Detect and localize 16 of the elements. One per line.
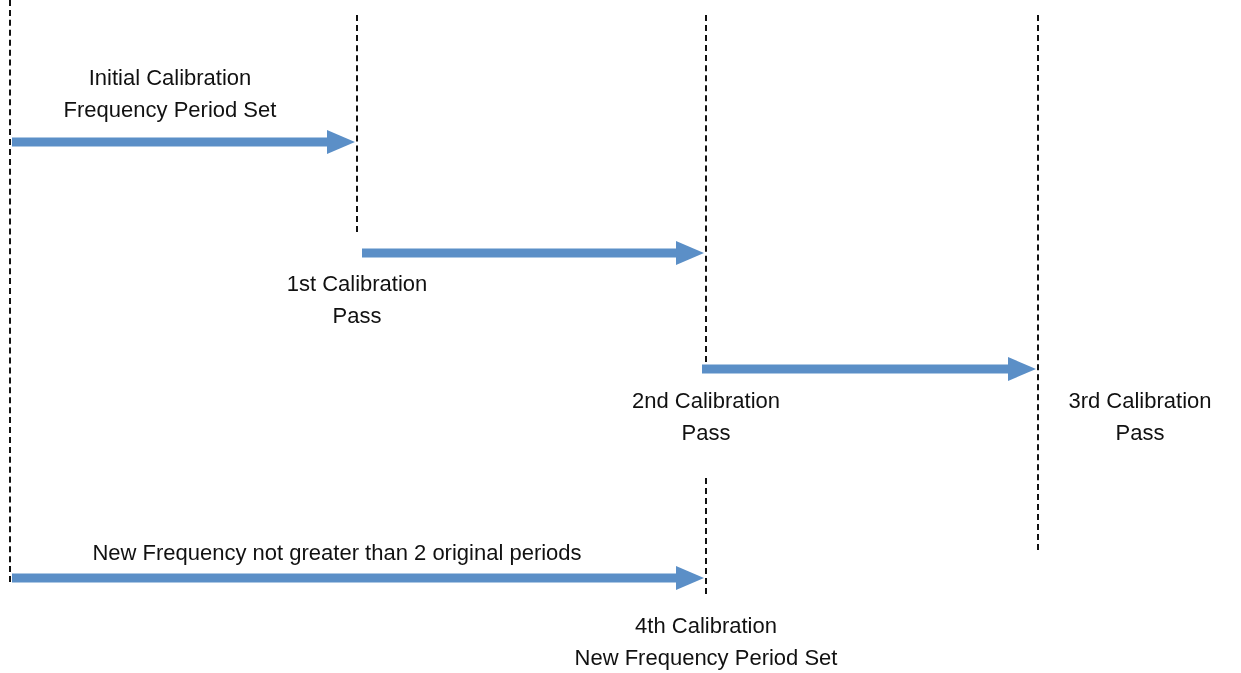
- edge-label: Initial Calibration Frequency Period Set: [63, 65, 277, 122]
- arrow: [12, 566, 704, 590]
- arrow: [362, 241, 704, 265]
- dashed-line: [1037, 15, 1039, 550]
- milestone-label: 4th Calibration: [635, 613, 777, 638]
- milestone-label: 3rd Calibration Pass: [1068, 388, 1212, 445]
- arrow: [702, 357, 1036, 381]
- edge-label: New Frequency not greater than 2 original periods: [92, 540, 582, 565]
- arrow: [12, 130, 355, 154]
- dashed-line: [705, 15, 707, 362]
- dashed-line: [705, 478, 707, 594]
- milestone-label: New Frequency Period Set: [574, 645, 838, 670]
- dashed-line: [356, 15, 358, 232]
- milestone-label: 1st Calibration Pass: [286, 271, 428, 328]
- dashed-line: [9, 0, 11, 582]
- milestone-label: 2nd Calibration Pass: [632, 388, 780, 445]
